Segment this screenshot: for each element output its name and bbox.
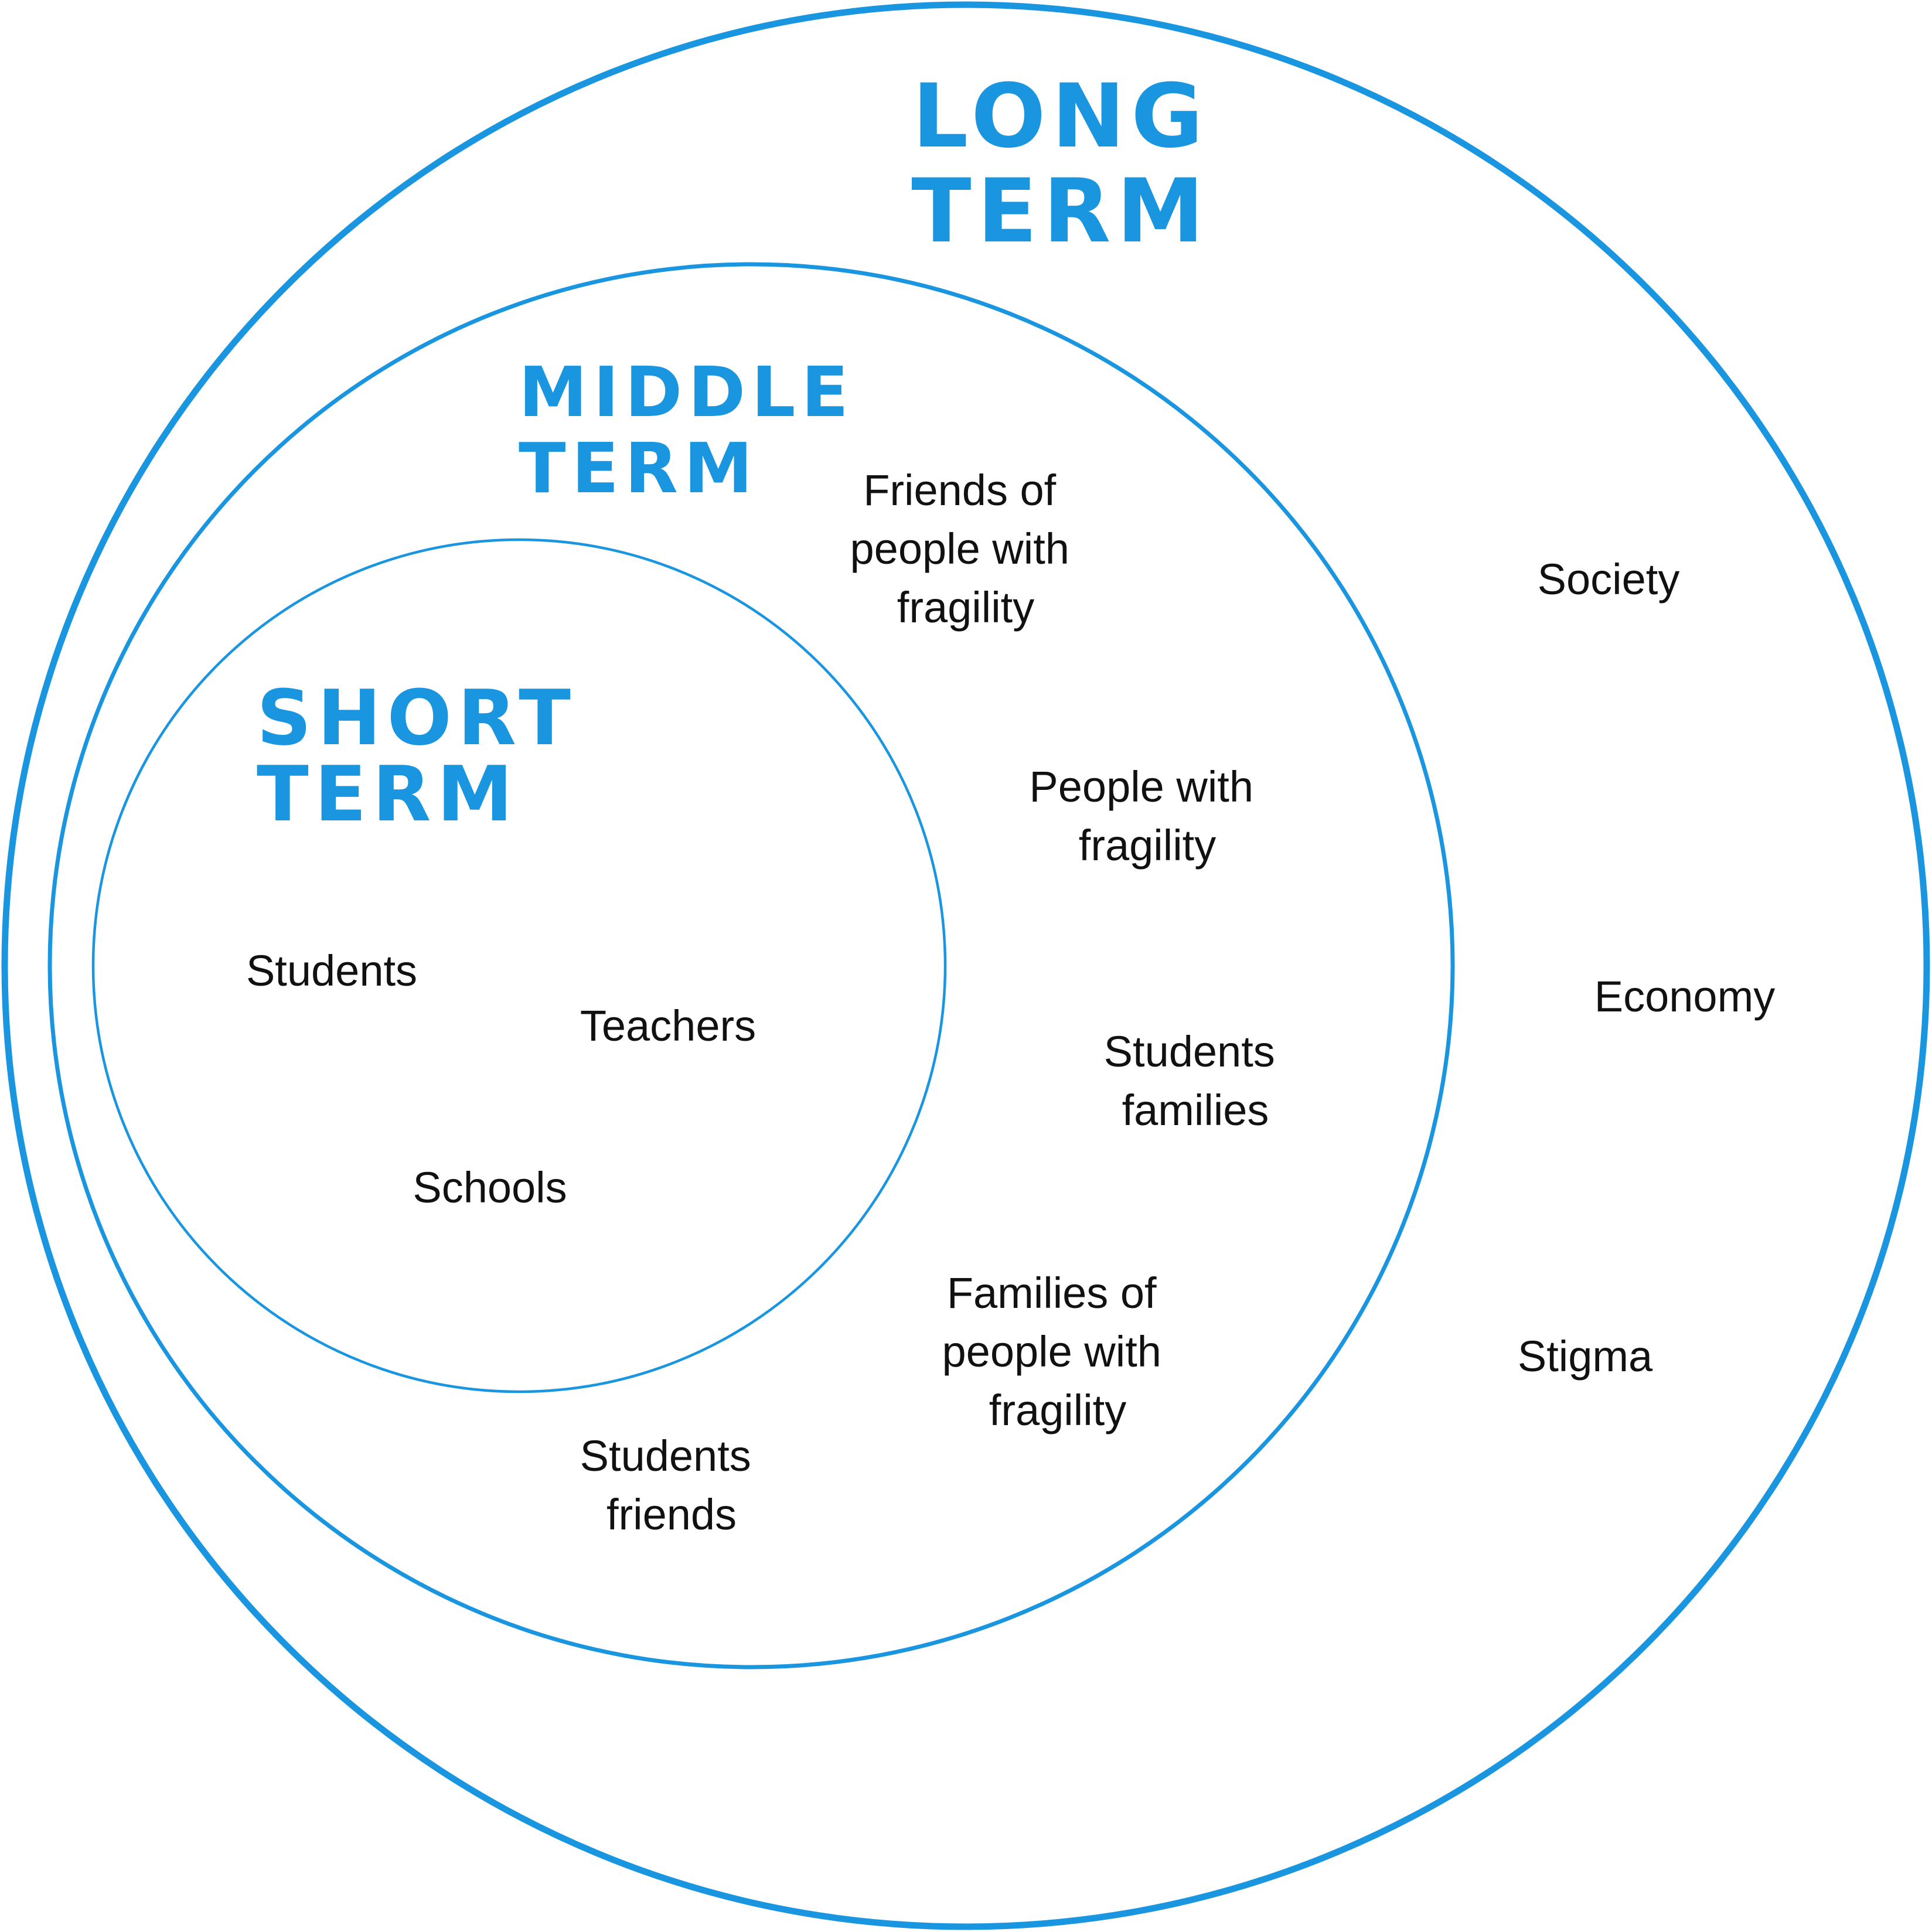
middle-term-item-students-friends: Students friends bbox=[580, 1432, 764, 1539]
long-term-item-stigma: Stigma bbox=[1518, 1332, 1653, 1381]
short-term-item-schools: Schools bbox=[413, 1163, 567, 1212]
short-term-item-teachers: Teachers bbox=[580, 1001, 756, 1050]
long-term-heading: LONG TERM bbox=[911, 66, 1210, 263]
middle-term-ring bbox=[47, 262, 1455, 1669]
middle-term-heading-line2: TERM bbox=[519, 428, 758, 509]
short-term-ring bbox=[91, 538, 947, 1393]
long-term-item-economy: Economy bbox=[1594, 972, 1775, 1021]
middle-term-heading-line1: MIDDLE bbox=[519, 352, 854, 432]
middle-term-item-friends-of-people: Friends of people with fragility bbox=[850, 466, 1082, 632]
middle-term-item-families-of-people: Families of people with fragility bbox=[942, 1269, 1174, 1434]
short-term-heading-line2: TERM bbox=[257, 749, 519, 839]
middle-term-item-students-families: Students families bbox=[1104, 1027, 1287, 1134]
short-term-item-students: Students bbox=[246, 946, 417, 995]
long-term-heading-line2: TERM bbox=[911, 161, 1210, 263]
middle-term-item-people-with-fragility: People with fragility bbox=[1029, 762, 1265, 870]
short-term-heading-line1: SHORT bbox=[257, 673, 577, 762]
short-term-heading: SHORT TERM bbox=[257, 673, 577, 839]
long-term-item-society: Society bbox=[1538, 555, 1680, 604]
long-term-heading-line1: LONG bbox=[912, 66, 1209, 168]
middle-term-heading: MIDDLE TERM bbox=[519, 352, 854, 509]
